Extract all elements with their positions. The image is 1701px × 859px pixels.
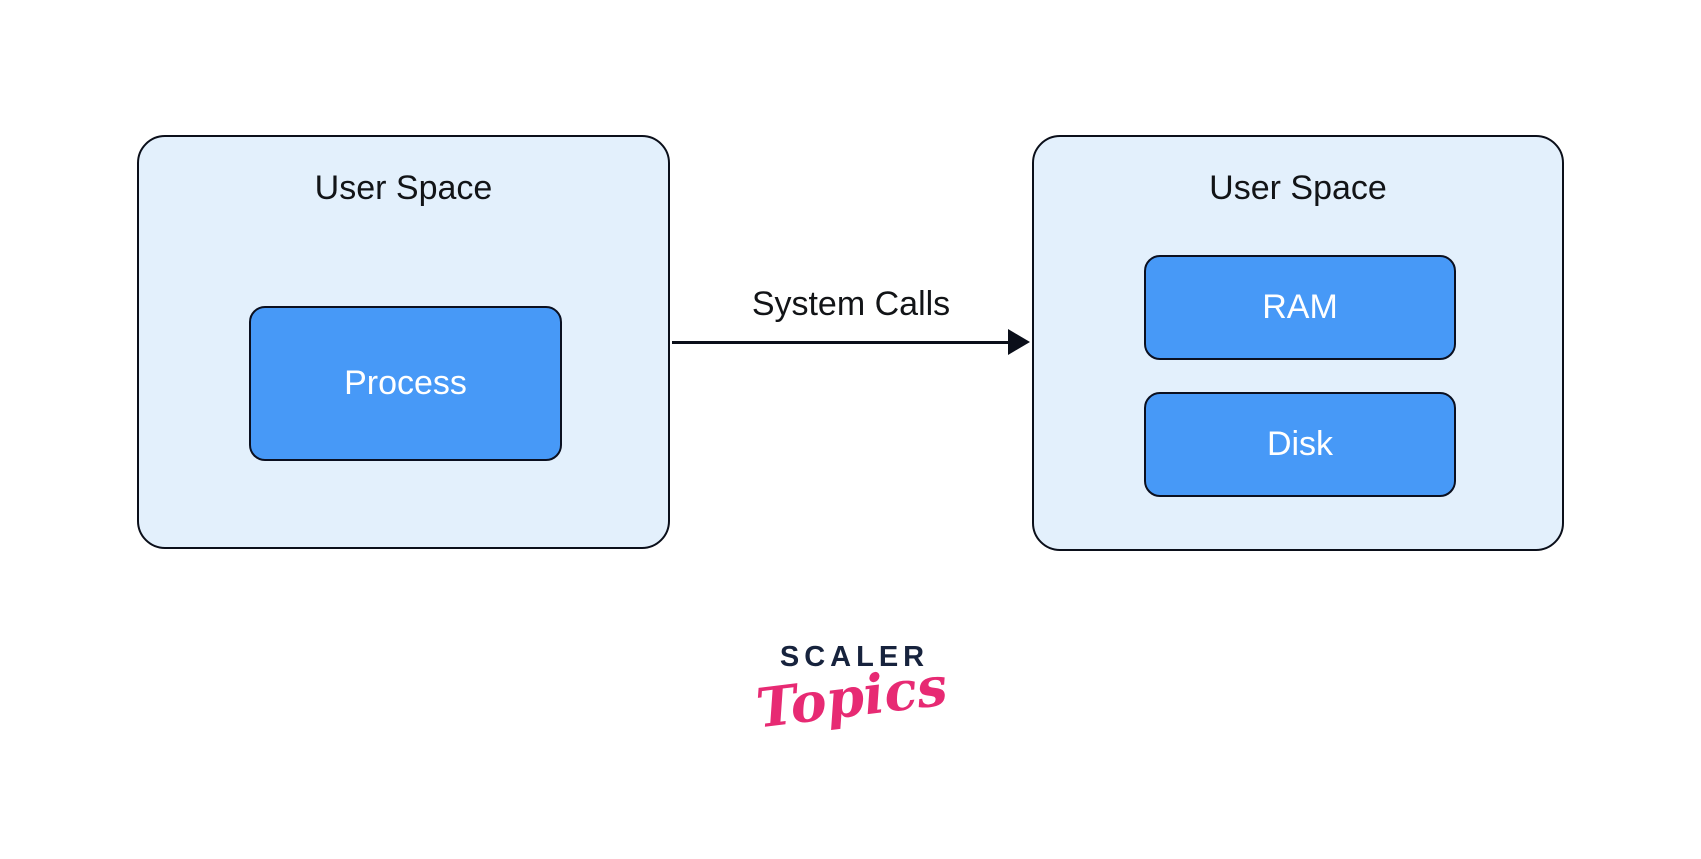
user-space-title-right: User Space — [1209, 169, 1387, 207]
process-node: Process — [249, 306, 562, 461]
ram-node: RAM — [1144, 255, 1456, 360]
user-space-title-left: User Space — [314, 169, 493, 207]
logo-scaler-wordmark: SCALER — [779, 641, 930, 673]
user-space-container-left: User Space Process — [137, 135, 670, 549]
disk-node: Disk — [1144, 392, 1456, 497]
system-calls-label: System Calls — [751, 285, 951, 323]
scaler-topics-logo: SCALER Topics — [753, 641, 951, 740]
ram-node-label: RAM — [1262, 288, 1338, 326]
system-calls-arrow-line — [672, 341, 1012, 344]
process-node-label: Process — [344, 364, 467, 402]
system-calls-arrowhead-icon — [1008, 329, 1030, 355]
user-space-container-right: User Space RAM Disk — [1032, 135, 1564, 551]
disk-node-label: Disk — [1266, 425, 1334, 463]
